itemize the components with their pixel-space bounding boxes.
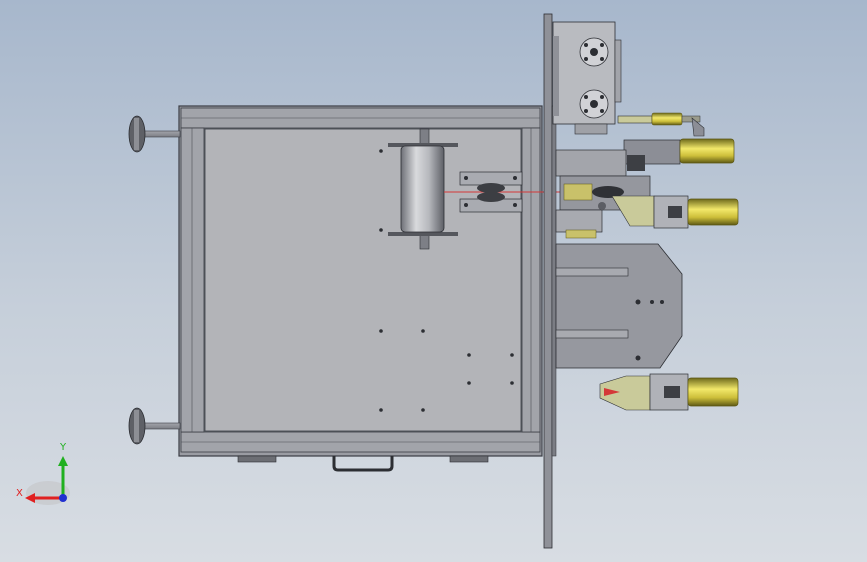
leveling-foot-top [128,115,181,153]
triad-x-label: X [16,488,23,499]
feed-cylinder [623,138,735,171]
spool-roller [388,128,458,250]
mounting-holes [379,149,514,412]
guide-assembly [459,171,523,213]
upper-small-cylinder [617,112,705,137]
coordinate-triad [25,456,70,505]
bottom-fittings [237,455,489,472]
leveling-foot-bottom [128,407,181,445]
lower-gripper-cylinder [599,373,739,411]
motor-housing [552,21,622,135]
upper-clamp-cylinder [611,195,739,229]
side-plate [555,243,683,369]
triad-y-label: Y [60,442,67,453]
